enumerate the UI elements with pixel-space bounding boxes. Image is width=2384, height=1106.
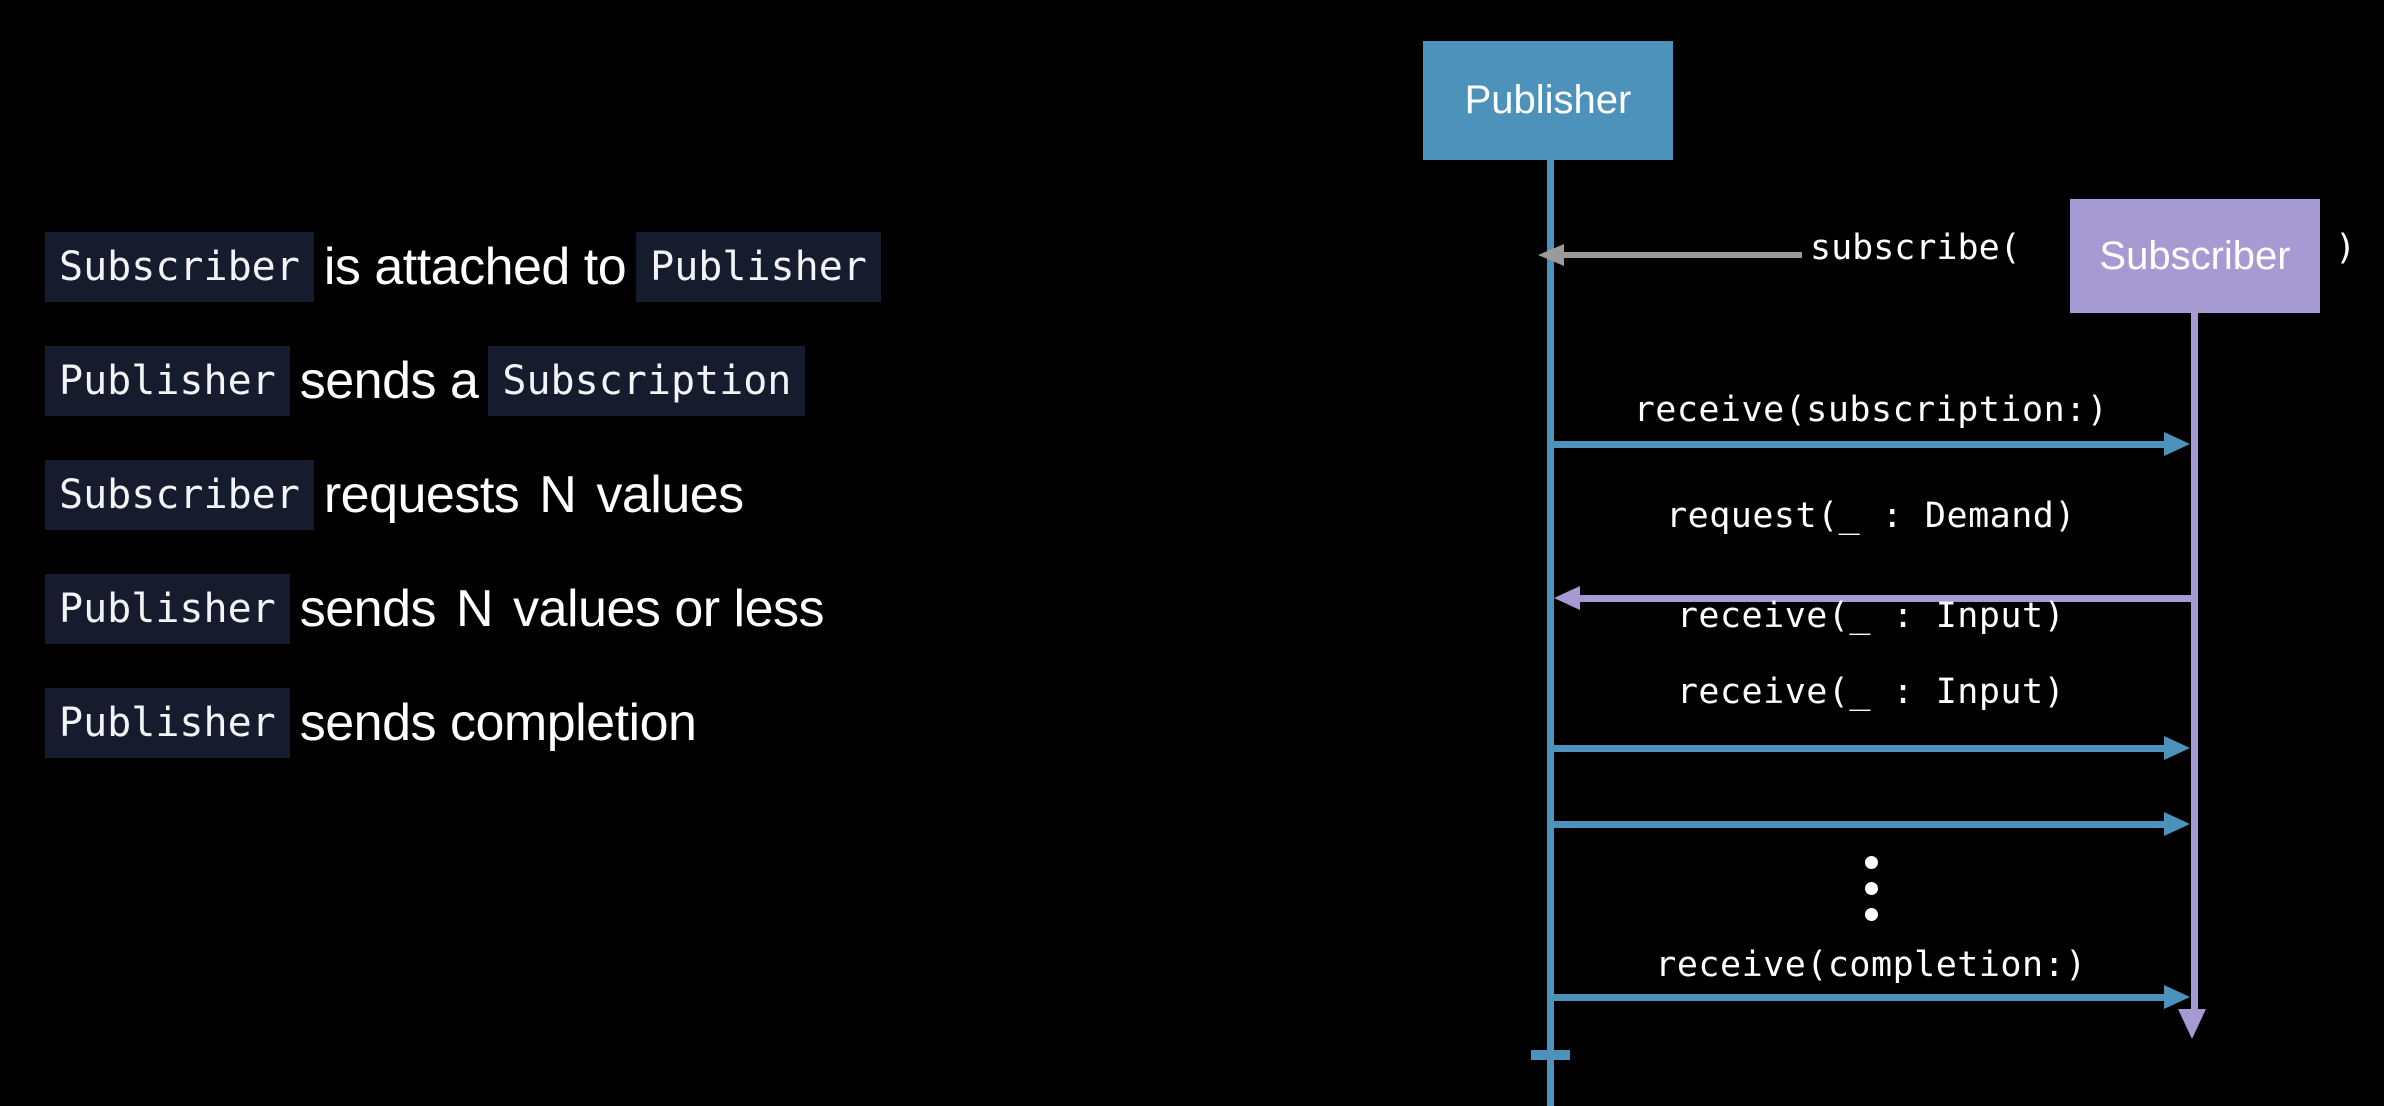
code-chip: Publisher — [45, 688, 290, 758]
code-chip: Subscriber — [45, 460, 314, 530]
ellipsis-dots — [1865, 856, 1878, 921]
message-label-2: receive(_ : Input) — [1676, 596, 2066, 636]
message-label-3: receive(_ : Input) — [1676, 672, 2066, 712]
code-chip: Subscriber — [45, 232, 314, 302]
bullet-prose: requests — [323, 466, 520, 524]
bullet-row: Publisher sends a Subscription — [45, 324, 1345, 438]
arrow-shaft — [1552, 994, 2166, 1001]
arrow-head — [2164, 736, 2190, 760]
ellipsis-dot — [1865, 856, 1878, 869]
arrow-shaft — [1552, 745, 2166, 752]
arrow-head — [1538, 244, 1564, 266]
bullet-variable: N — [456, 580, 494, 638]
ellipsis-dot — [1865, 908, 1878, 921]
arrow-head — [2164, 985, 2190, 1009]
publisher-node: Publisher — [1423, 41, 1673, 160]
bullet-prose: sends — [299, 580, 437, 638]
subscriber-lifeline — [2191, 311, 2198, 1011]
bullet-row: Subscriber is attached to Publisher — [45, 210, 1345, 324]
bullet-row: Publisher sends N values or less — [45, 552, 1345, 666]
bullet-prose: values or less — [513, 580, 824, 638]
bullet-row: Subscriber requests N values — [45, 438, 1345, 552]
arrow-head — [2164, 812, 2190, 836]
arrow-shaft — [1552, 821, 2166, 828]
arrow-shaft — [1552, 441, 2166, 448]
code-chip: Publisher — [636, 232, 881, 302]
bullet-prose: values — [596, 466, 744, 524]
publisher-lifeline-upper — [1547, 158, 1554, 704]
bullet-row: Publisher sends completion — [45, 666, 1345, 780]
bullet-prose: sends completion — [299, 694, 697, 752]
ellipsis-dot — [1865, 882, 1878, 895]
subscriber-lifeline-arrowhead — [2178, 1009, 2206, 1039]
code-chip: Publisher — [45, 346, 290, 416]
arrow-head — [1554, 586, 1580, 610]
arrow-head — [2164, 432, 2190, 456]
message-label-4: receive(completion:) — [1655, 945, 2087, 985]
code-chip: Subscription — [488, 346, 806, 416]
publisher-lifeline-end-cap — [1531, 1050, 1570, 1060]
publisher-lifeline-lower — [1547, 700, 1554, 1106]
bullet-list: Subscriber is attached to Publisher Publ… — [45, 210, 1345, 780]
code-chip: Publisher — [45, 574, 290, 644]
subscriber-node: Subscriber — [2070, 199, 2320, 313]
message-label-1: request(_ : Demand) — [1666, 496, 2076, 536]
publisher-node-label: Publisher — [1464, 78, 1632, 122]
bullet-prose: sends a — [299, 352, 479, 410]
arrow-shaft — [1562, 252, 1802, 258]
bullet-variable: N — [539, 466, 577, 524]
arrow-shaft — [1578, 595, 2194, 602]
subscribe-call-open: subscribe( — [1810, 228, 2021, 268]
message-label-0: receive(subscription:) — [1633, 390, 2109, 430]
bullet-prose: is attached to — [323, 238, 627, 296]
subscriber-node-label: Subscriber — [2099, 233, 2291, 278]
subscribe-call-close: ) — [2335, 228, 2357, 268]
